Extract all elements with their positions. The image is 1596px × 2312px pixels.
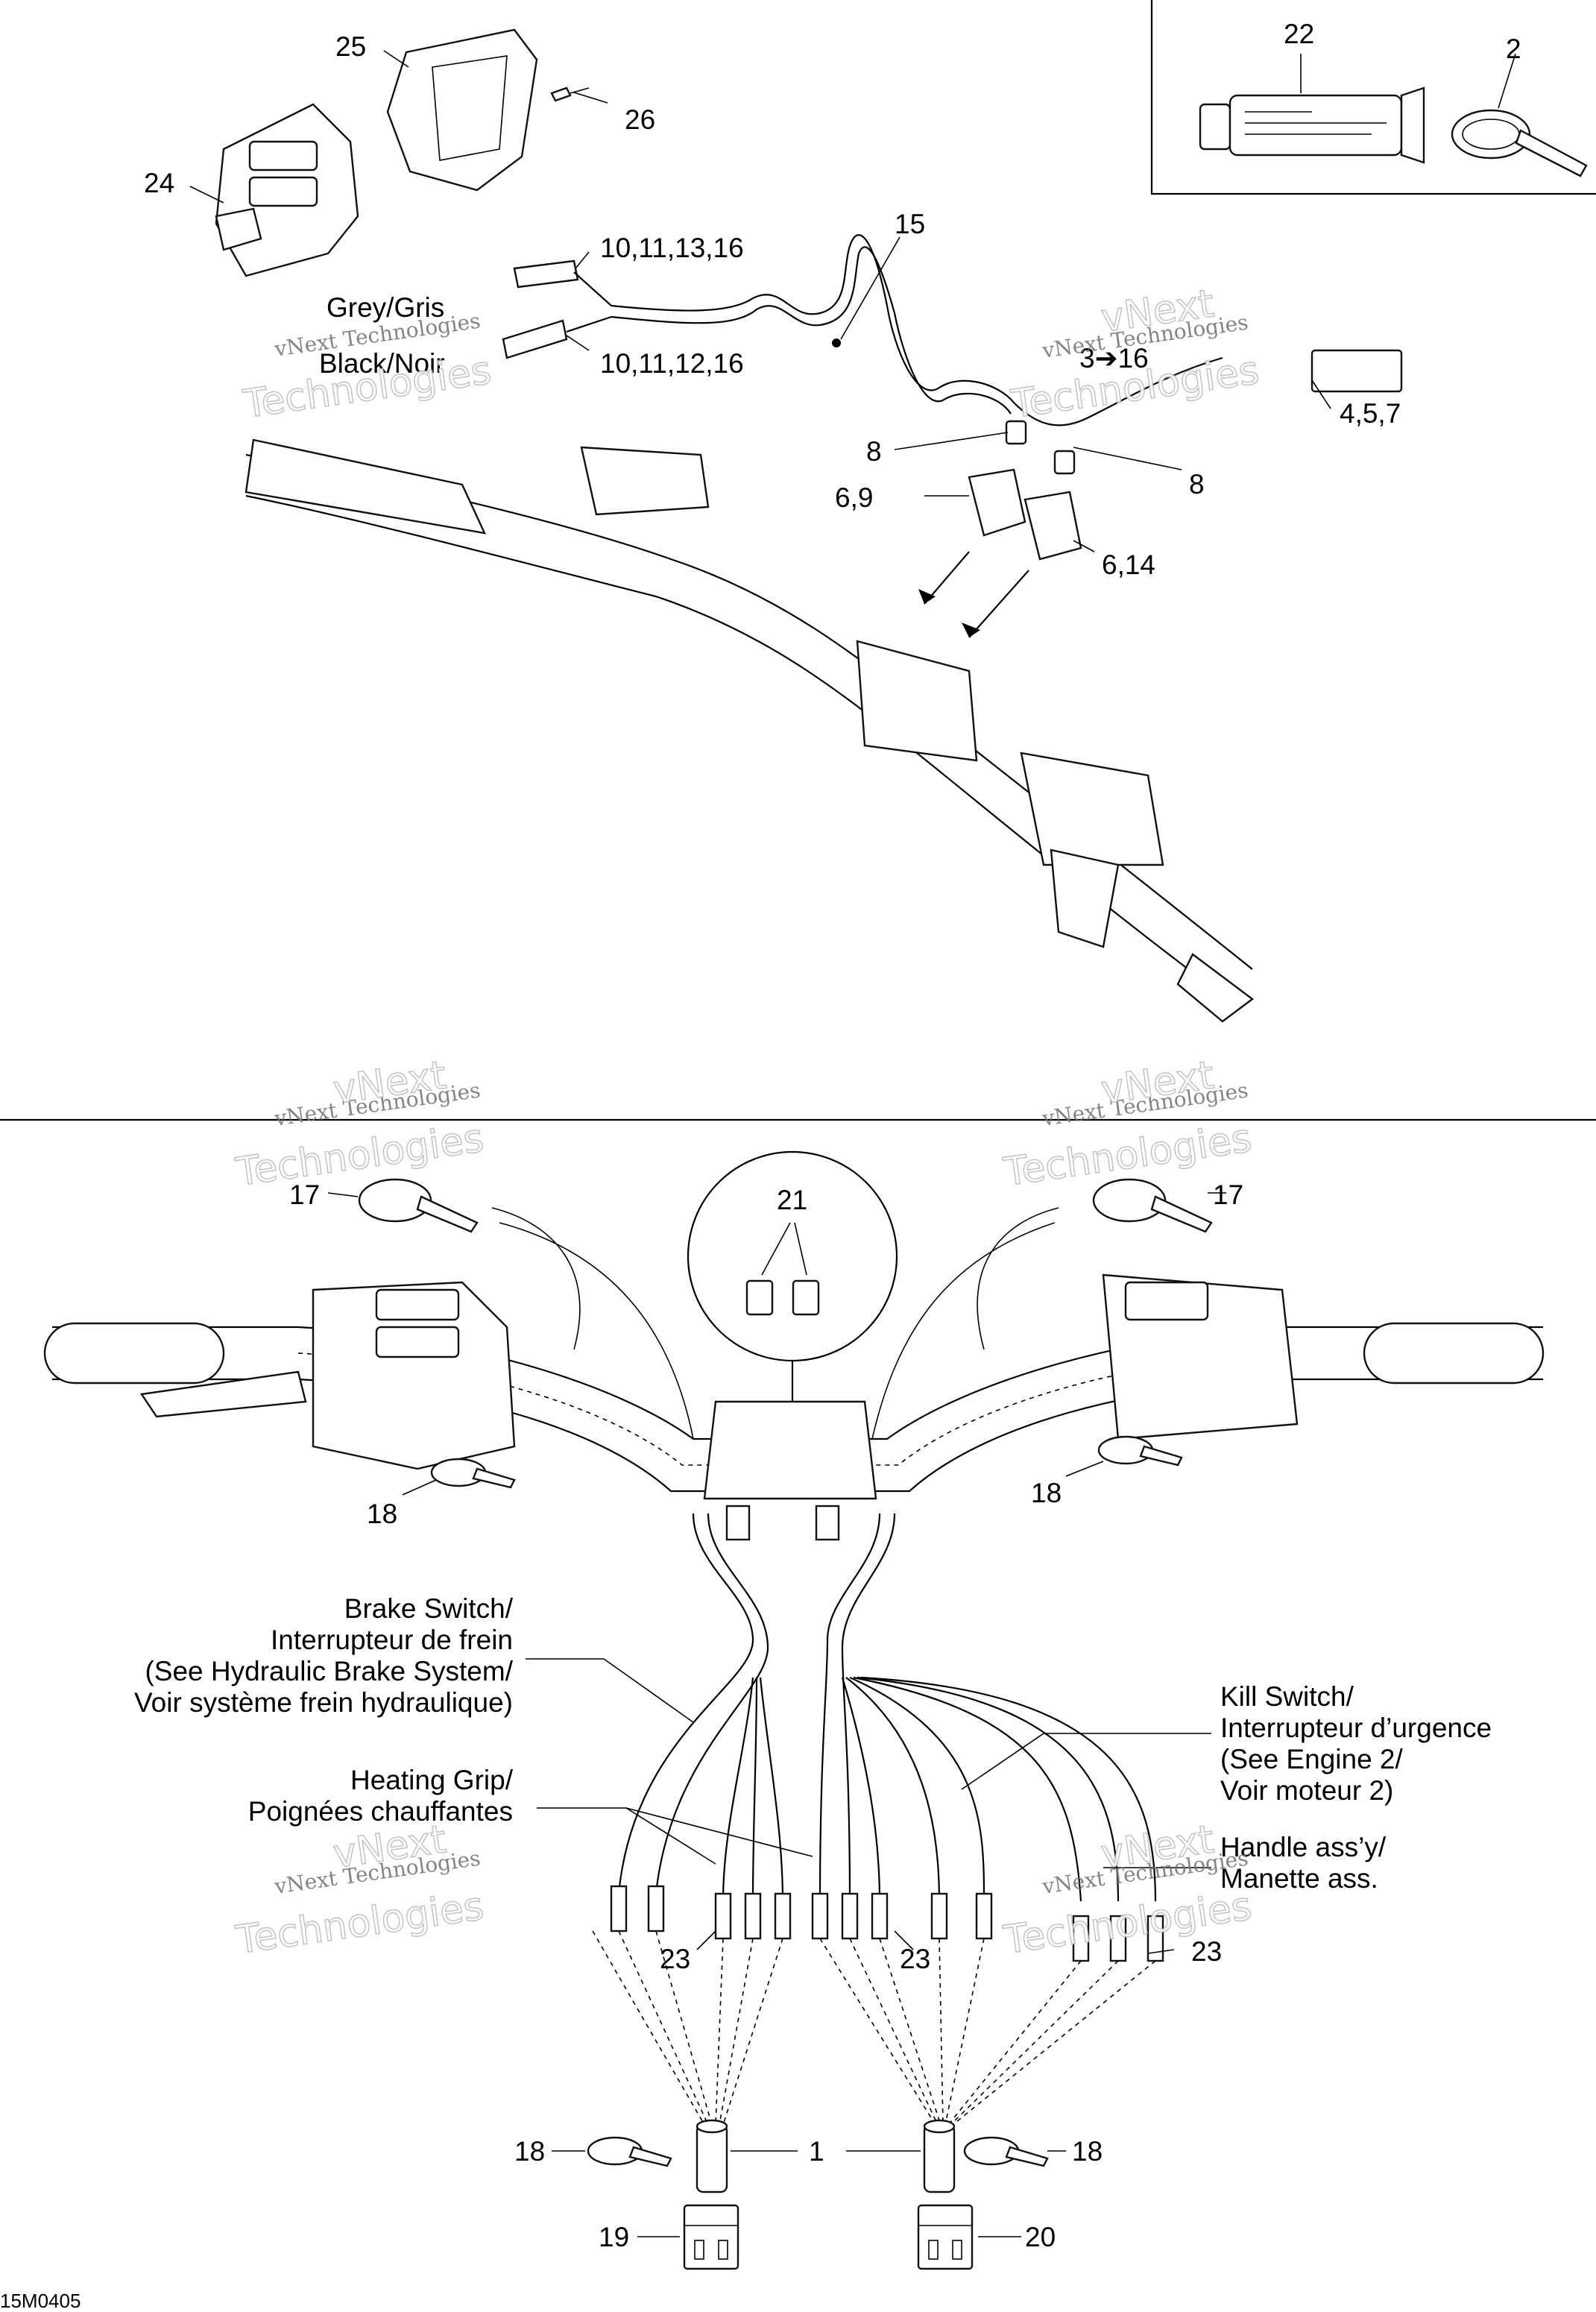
brake-line-3: (See Hydraulic Brake System/ [145, 1656, 513, 1686]
callout-15: 15 [895, 209, 925, 239]
callout-25: 25 [335, 31, 366, 62]
callout-19: 19 [599, 2222, 629, 2252]
kill-line-2: Interrupteur d’urgence [1220, 1713, 1492, 1743]
callout-23-left: 23 [660, 1944, 690, 1974]
handle-line-1: Handle ass’y/ [1220, 1832, 1387, 1862]
svg-text:Technologies: Technologies [233, 1116, 486, 1195]
connectors-top [918, 420, 1082, 638]
wire-label-black: Black/Noir [319, 348, 445, 379]
sealant-tube-icon [1199, 86, 1425, 164]
callout-22: 22 [1284, 19, 1314, 49]
cable-tie-icon-17-left [358, 1178, 479, 1233]
annotation-handle-assy: Handle ass’y/ Manette ass. [1220, 1832, 1387, 1894]
brake-line-1: Brake Switch/ [344, 1593, 514, 1624]
kill-line-3: (See Engine 2/ [1220, 1744, 1404, 1774]
connector-housing-19 [683, 2204, 739, 2270]
callout-17-right: 17 [1213, 1179, 1243, 1210]
callout-8-left: 8 [866, 436, 882, 467]
callout-3-16: 3➔16 [1079, 343, 1149, 374]
callout-17-left: 17 [289, 1179, 320, 1210]
callout-24: 24 [144, 168, 174, 198]
handlebar-iso-view [245, 438, 1254, 1023]
cable-tie-icon-inset [1451, 109, 1588, 177]
callout-18-bottom-left: 18 [514, 2136, 545, 2167]
annotation-kill-switch: Kill Switch/ Interrupteur d’urgence (See… [1220, 1681, 1492, 1806]
cable-tie-icon-18-right [1097, 1435, 1183, 1467]
wire-label-grey: Grey/Gris [327, 292, 444, 323]
callout-26: 26 [625, 104, 655, 135]
callout-8-right: 8 [1189, 469, 1205, 500]
annotation-heating-grip: Heating Grip/ Poignées chauffantes [248, 1765, 514, 1827]
figure-code: 15M0405 [0, 2290, 81, 2312]
detail-circle-21 [687, 1150, 898, 1405]
svg-text:Technologies: Technologies [233, 1884, 486, 1963]
callout-18-upper-right: 18 [1031, 1478, 1062, 1508]
annotation-brake-switch: Brake Switch/ Interrupteur de frein (See… [134, 1593, 514, 1718]
callout-6-9: 6,9 [835, 482, 873, 513]
wire-leads [592, 1513, 1164, 2126]
connector-housing-20 [917, 2204, 974, 2270]
callout-2: 2 [1506, 34, 1521, 64]
brake-line-4: Voir système frein hydraulique) [134, 1687, 513, 1718]
callout-18-bottom-right: 18 [1072, 2136, 1103, 2167]
callout-20: 20 [1025, 2222, 1056, 2252]
cable-tie-icon-17-right [1092, 1178, 1213, 1233]
callout-10-11-13-16: 10,11,13,16 [600, 233, 744, 263]
sleeve-part-1 [696, 2119, 956, 2193]
heating-line-1: Heating Grip/ [350, 1765, 514, 1795]
callout-21: 21 [777, 1185, 807, 1215]
brake-line-2: Interrupteur de frein [271, 1625, 513, 1655]
callout-1: 1 [809, 2136, 824, 2167]
callout-4-5-7: 4,5,7 [1340, 398, 1401, 429]
handlebar-front-view [43, 1273, 1545, 1541]
callout-18-upper-left: 18 [367, 1499, 397, 1529]
cable-tie-icon-18-left [430, 1458, 516, 1489]
kill-line-4: Voir moteur 2) [1220, 1775, 1393, 1806]
heating-line-2: Poignées chauffantes [248, 1796, 513, 1827]
cable-tie-icon-18-bottom-right [963, 2136, 1049, 2167]
callout-23-middle: 23 [900, 1944, 930, 1974]
cable-tie-icon-18-bottom-left [587, 2136, 672, 2167]
watermark: vNext Technologies Technologies vNext Te… [233, 281, 1263, 1964]
handle-assembly-exploded [215, 28, 590, 277]
callout-10-11-12-16: 10,11,12,16 [600, 348, 744, 379]
callout-6-14: 6,14 [1102, 549, 1155, 580]
callout-23-right: 23 [1191, 1936, 1222, 1967]
wiring-harness-top [502, 234, 1403, 426]
handle-line-2: Manette ass. [1220, 1863, 1378, 1894]
inset-box: 22 2 [1150, 0, 1596, 195]
kill-line-1: Kill Switch/ [1220, 1681, 1354, 1712]
